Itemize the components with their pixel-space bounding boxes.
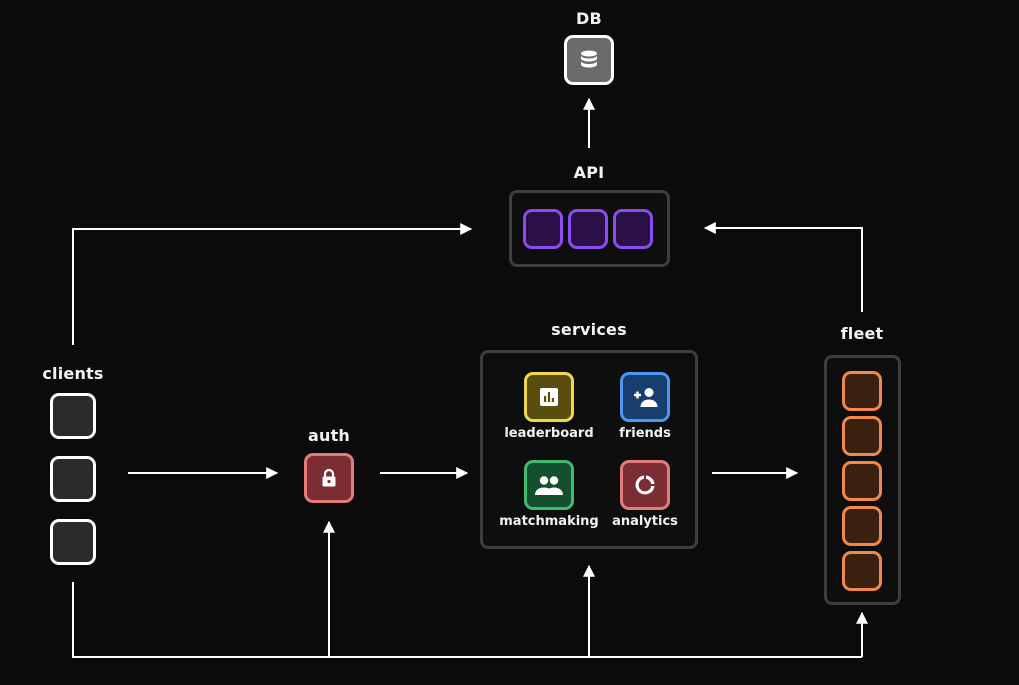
arrow-fleet-to-api (703, 222, 863, 312)
leaderboard-service[interactable] (524, 372, 574, 422)
donut-chart-icon (635, 475, 655, 495)
add-person-icon (634, 388, 658, 407)
clients-label: clients (42, 364, 104, 383)
api-instance[interactable] (613, 209, 653, 249)
lock-icon (322, 468, 336, 487)
fleet-instance[interactable] (842, 506, 882, 546)
api-instance[interactable] (523, 209, 563, 249)
services-panel[interactable]: leaderboard friends matchmaking (480, 350, 698, 549)
friends-caption: friends (619, 426, 671, 441)
db-node[interactable] (564, 35, 614, 85)
auth-label: auth (307, 426, 351, 445)
analytics-caption: analytics (612, 514, 678, 529)
fleet-label: fleet (840, 324, 884, 343)
services-label: services (551, 320, 627, 339)
client-node[interactable] (50, 393, 96, 439)
fleet-instance[interactable] (842, 416, 882, 456)
api-instance[interactable] (568, 209, 608, 249)
matchmaking-caption: matchmaking (499, 514, 599, 529)
analytics-service[interactable] (620, 460, 670, 510)
leaderboard-caption: leaderboard (504, 426, 594, 441)
client-node[interactable] (50, 519, 96, 565)
friends-service[interactable] (620, 372, 670, 422)
database-icon (581, 50, 597, 68)
fleet-instance[interactable] (842, 371, 882, 411)
matchmaking-service[interactable] (524, 460, 574, 510)
api-panel[interactable] (509, 190, 670, 267)
group-icon (535, 476, 563, 495)
fleet-instance[interactable] (842, 461, 882, 501)
db-label: DB (576, 9, 602, 28)
bottom-bus-line (72, 582, 862, 658)
auth-node[interactable] (304, 453, 354, 503)
api-label: API (573, 163, 605, 182)
bar-chart-icon (540, 388, 558, 406)
fleet-panel[interactable] (824, 355, 901, 605)
arrow-clients-to-api (72, 223, 473, 345)
client-node[interactable] (50, 456, 96, 502)
fleet-instance[interactable] (842, 551, 882, 591)
